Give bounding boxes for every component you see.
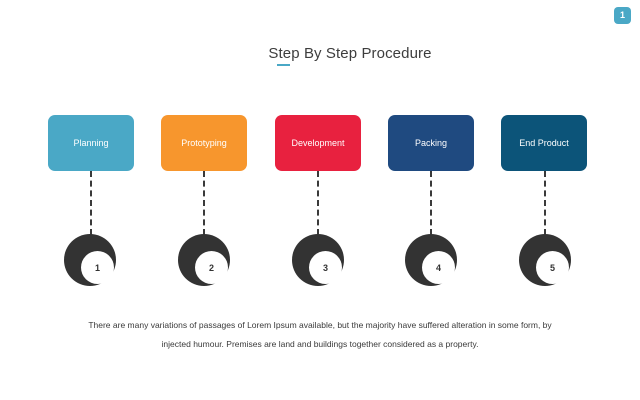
- step-box-development: Development: [275, 115, 361, 171]
- step-node: 4: [405, 234, 457, 286]
- step-node: 3: [292, 234, 344, 286]
- step-box-packing: Packing: [388, 115, 474, 171]
- step-number: 5: [536, 251, 569, 284]
- step-box-end-product: End Product: [501, 115, 587, 171]
- description-text: There are many variations of passages of…: [88, 320, 552, 349]
- step-box-planning: Planning: [48, 115, 134, 171]
- step-box-prototyping: Prototyping: [161, 115, 247, 171]
- step-node: 2: [178, 234, 230, 286]
- step-connector: [203, 171, 205, 235]
- page-title: Step By Step Procedure: [268, 45, 432, 62]
- title-underline: [277, 64, 290, 66]
- step-number: 2: [195, 251, 228, 284]
- step-connector: [317, 171, 319, 235]
- step-number: 3: [309, 251, 342, 284]
- step-number: 1: [81, 251, 114, 284]
- step-number: 4: [422, 251, 455, 284]
- step-node: 1: [64, 234, 116, 286]
- step-connector: [90, 171, 92, 235]
- step-node: 5: [519, 234, 571, 286]
- page-number-badge: 1: [614, 7, 631, 24]
- step-connector: [544, 171, 546, 235]
- step-connector: [430, 171, 432, 235]
